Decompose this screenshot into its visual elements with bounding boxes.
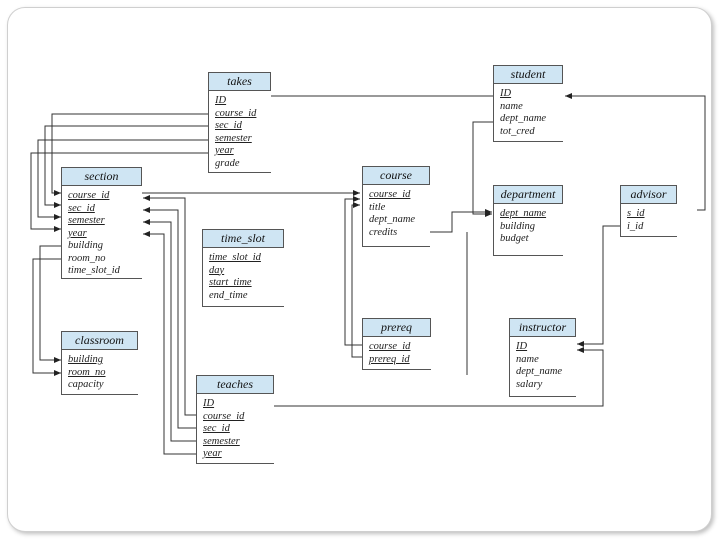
primary-key-attribute: start_time: [209, 277, 252, 288]
table-title: prereq: [362, 318, 431, 337]
primary-key-attribute: semester: [215, 132, 252, 144]
primary-key-attribute: course_id: [369, 341, 411, 352]
primary-key-attribute: sec_id: [215, 120, 242, 131]
attribute: capacity: [68, 379, 104, 390]
table-title: time_slot: [202, 229, 284, 248]
table-title: advisor: [620, 185, 677, 204]
primary-key-attribute: ID: [203, 398, 215, 409]
table-title: instructor: [509, 318, 576, 337]
table-title: department: [493, 185, 563, 204]
primary-key-attribute: room_no: [68, 366, 106, 378]
link-student-department: [472, 121, 493, 217]
primary-key-attribute: semester: [203, 435, 240, 447]
primary-key-attribute: ID: [215, 95, 227, 106]
primary-key-attribute: sec_id: [68, 202, 95, 214]
attribute: end_time: [209, 289, 248, 301]
link-teaches-section-sem: [143, 219, 200, 442]
attribute: tot_cred: [500, 125, 535, 137]
primary-key-attribute: course_id: [215, 107, 257, 119]
link-takes-section-sem: [37, 139, 208, 220]
primary-key-attribute: year: [203, 448, 222, 459]
attribute: budget: [500, 233, 529, 244]
table-title: section: [61, 167, 142, 186]
attribute: name: [516, 353, 539, 365]
attribute: time_slot_id: [68, 265, 120, 276]
link-advisor-instructor: [577, 225, 620, 347]
primary-key-attribute: course_id: [68, 190, 110, 201]
link-takes-section-year: [30, 152, 208, 232]
link-course-department: [429, 209, 492, 233]
table-title: takes: [208, 72, 271, 91]
primary-key-attribute: time_slot_id: [209, 252, 261, 263]
link-section-classroom-room: [32, 258, 61, 376]
link-section-classroom-building: [39, 245, 61, 363]
table-title: teaches: [196, 375, 274, 394]
primary-key-attribute: semester: [68, 215, 105, 226]
primary-key-attribute: day: [209, 264, 225, 276]
primary-key-attribute: ID: [516, 341, 528, 352]
link-prereq-course-2: [351, 202, 362, 358]
attribute: building: [500, 220, 536, 232]
attribute: title: [369, 201, 386, 213]
primary-key-attribute: dept_name: [500, 208, 547, 219]
link-teaches-section-sec: [143, 207, 200, 429]
link-teaches-instructor: [273, 347, 604, 407]
attribute: credits: [369, 226, 398, 238]
table-title: course: [362, 166, 430, 185]
attribute: i_id: [627, 220, 644, 232]
attribute: grade: [215, 157, 240, 169]
attribute: room_no: [68, 252, 106, 264]
primary-key-attribute: course_id: [203, 410, 245, 422]
attribute: dept_name: [500, 113, 547, 124]
primary-key-attribute: year: [215, 145, 234, 156]
primary-key-attribute: course_id: [369, 189, 411, 200]
attribute: salary: [516, 378, 543, 390]
attribute: name: [500, 100, 523, 112]
link-teaches-section-course: [143, 195, 200, 416]
attribute: dept_name: [369, 214, 416, 225]
primary-key-attribute: sec_id: [203, 423, 230, 434]
primary-key-attribute: building: [68, 354, 104, 365]
attribute: building: [68, 240, 104, 251]
table-title: classroom: [61, 331, 138, 350]
primary-key-attribute: year: [68, 227, 87, 239]
primary-key-attribute: s_id: [627, 208, 645, 219]
link-prereq-course: [344, 196, 362, 346]
table-title: student: [493, 65, 563, 84]
link-takes-section-sec: [44, 125, 208, 208]
attribute: dept_name: [516, 366, 563, 377]
primary-key-attribute: ID: [500, 88, 512, 99]
primary-key-attribute: prereq_id: [369, 353, 410, 365]
link-advisor-student: [565, 93, 706, 211]
link-teaches-section-year: [143, 231, 200, 455]
